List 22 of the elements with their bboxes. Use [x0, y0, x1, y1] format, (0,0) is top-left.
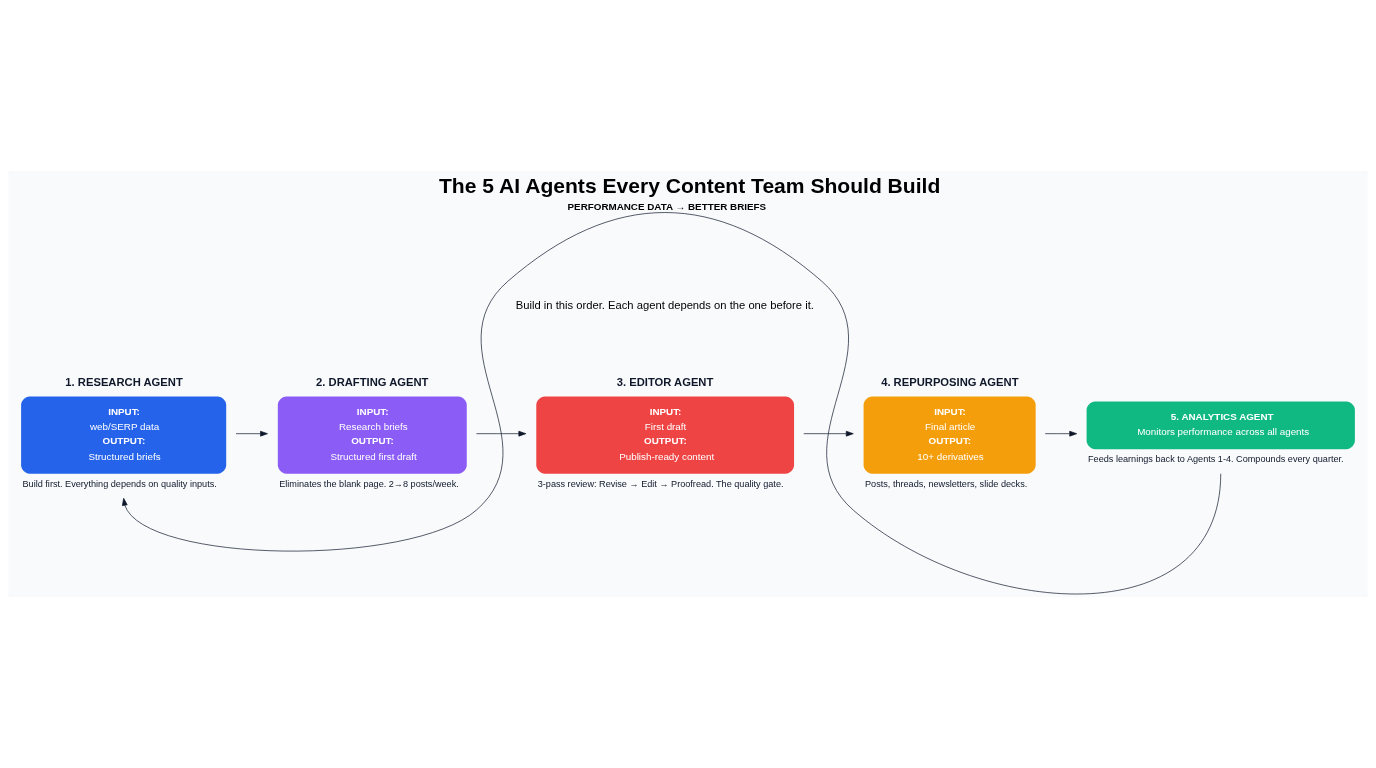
- arrow: [122, 212, 1222, 595]
- node-label: 2. DRAFTING AGENT: [316, 376, 429, 389]
- node-box: INPUT: Final article OUTPUT: 10+ derivatives: [863, 396, 1036, 474]
- node-label: Build first. Everything depends on quality inputs.: [22, 478, 217, 489]
- node-label: Eliminates the blank page. 2→8 posts/week.: [279, 478, 459, 489]
- node-box: INPUT: web/SERP data OUTPUT: Structured briefs: [21, 396, 227, 474]
- node-label: 3. EDITOR AGENT: [616, 376, 714, 389]
- arrow: [235, 430, 268, 437]
- label: Build in this order. Each agent depends on the one before it.: [515, 299, 814, 312]
- arrow: [476, 430, 527, 437]
- node-box: INPUT: Research briefs OUTPUT: Structured first draft: [277, 396, 467, 474]
- arrow: [1044, 430, 1078, 437]
- edge-label: PERFORMANCE DATA → BETTER BRIEFS: [567, 200, 767, 212]
- node-label: 1. RESEARCH AGENT: [65, 376, 183, 389]
- node-label: Feeds learnings back to Agents 1-4. Compounds every quarter.: [1088, 454, 1344, 465]
- diagram-title: The 5 AI Agents Every Content Team Should Build: [439, 173, 941, 197]
- arrow: [803, 430, 854, 437]
- node-label: 3-pass review: Revise → Edit → Proofread. The quality gate.: [537, 478, 784, 489]
- node-box: 5. ANALYTICS AGENT Monitors performance across all agents: [1086, 401, 1355, 450]
- node-label: 4. REPURPOSING AGENT: [881, 376, 1019, 389]
- node-box: INPUT: First draft OUTPUT: Publish-ready content: [536, 396, 795, 474]
- node-label: Posts, threads, newsletters, slide decks.: [865, 478, 1028, 489]
